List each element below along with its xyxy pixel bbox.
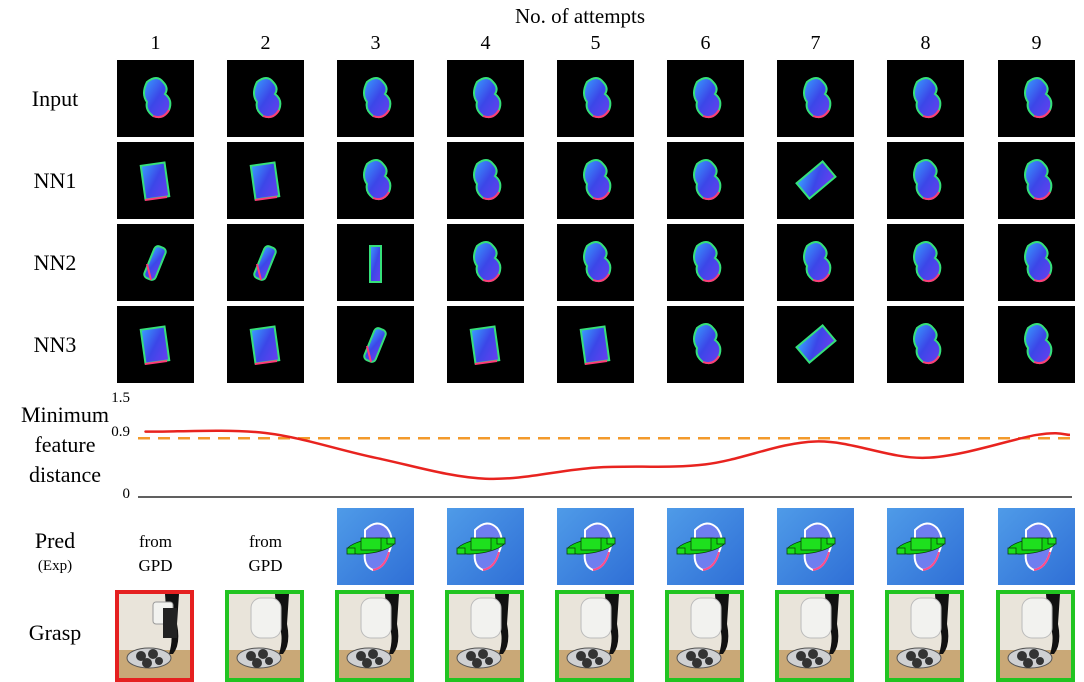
row-label-pred: Pred bbox=[34, 528, 76, 553]
attempt-number-7: 7 bbox=[810, 32, 821, 54]
ytick-0: 0 bbox=[122, 486, 131, 502]
nn3-tile bbox=[667, 306, 744, 383]
nn1-tile bbox=[777, 142, 854, 219]
nn1-tile bbox=[227, 142, 304, 219]
nn3-tile bbox=[557, 306, 634, 383]
row-label-nn3: NN3 bbox=[33, 332, 77, 357]
nn2-tile bbox=[998, 224, 1075, 301]
nn3-tile bbox=[998, 306, 1075, 383]
series-line bbox=[144, 429, 1071, 481]
attempt-number-9: 9 bbox=[1031, 32, 1042, 54]
pred-image-3 bbox=[337, 508, 414, 585]
nn2-tile bbox=[227, 224, 304, 301]
pred-image-9 bbox=[998, 508, 1075, 585]
input-tile bbox=[998, 60, 1075, 137]
input-tile bbox=[117, 60, 194, 137]
row-label-pred-sub: (Exp) bbox=[37, 558, 73, 574]
chart-title: No. of attempts bbox=[514, 4, 646, 28]
grasp-photo-5 bbox=[555, 590, 634, 682]
grasp-photo-8 bbox=[885, 590, 964, 682]
nn1-tile bbox=[998, 142, 1075, 219]
nn1-tile bbox=[667, 142, 744, 219]
nn1-tile bbox=[557, 142, 634, 219]
attempt-number-8: 8 bbox=[920, 32, 931, 54]
attempt-number-2: 2 bbox=[260, 32, 271, 54]
grasp-photo-4 bbox=[445, 590, 524, 682]
grasp-photo-3 bbox=[335, 590, 414, 682]
pred-image-5 bbox=[557, 508, 634, 585]
pred-image-8 bbox=[887, 508, 964, 585]
pred-image-7 bbox=[777, 508, 854, 585]
grasp-photo-7 bbox=[775, 590, 854, 682]
attempt-number-4: 4 bbox=[480, 32, 491, 54]
input-tile bbox=[667, 60, 744, 137]
grasp-photo-9 bbox=[996, 590, 1075, 682]
attempt-number-5: 5 bbox=[590, 32, 601, 54]
grasp-photo-2 bbox=[225, 590, 304, 682]
row-label-grasp: Grasp bbox=[28, 620, 82, 645]
nn3-tile bbox=[227, 306, 304, 383]
nn3-tile bbox=[117, 306, 194, 383]
input-tile bbox=[557, 60, 634, 137]
nn3-tile bbox=[777, 306, 854, 383]
nn2-tile bbox=[557, 224, 634, 301]
nn2-tile bbox=[777, 224, 854, 301]
ytick-1-5: 1.5 bbox=[111, 390, 130, 406]
nn1-tile bbox=[887, 142, 964, 219]
attempt-number-6: 6 bbox=[700, 32, 711, 54]
nn2-tile bbox=[447, 224, 524, 301]
nn3-tile bbox=[447, 306, 524, 383]
input-tile bbox=[227, 60, 304, 137]
ytick-0-9: 0.9 bbox=[111, 424, 130, 440]
chart-ylabel: Minimum feature distance bbox=[20, 402, 109, 487]
row-label-nn2: NN2 bbox=[33, 250, 77, 275]
input-tile bbox=[887, 60, 964, 137]
attempt-number-1: 1 bbox=[150, 32, 161, 54]
pred-image-4 bbox=[447, 508, 524, 585]
nn2-tile bbox=[117, 224, 194, 301]
nn2-tile bbox=[337, 224, 414, 301]
row-label-nn1: NN1 bbox=[33, 168, 77, 193]
row-label-input: Input bbox=[31, 86, 79, 111]
input-tile bbox=[777, 60, 854, 137]
input-tile bbox=[447, 60, 524, 137]
pred-text-1: from GPD bbox=[138, 532, 173, 575]
grasp-photo-6 bbox=[665, 590, 744, 682]
nn1-tile bbox=[117, 142, 194, 219]
nn3-tile bbox=[337, 306, 414, 383]
nn3-tile bbox=[887, 306, 964, 383]
nn2-tile bbox=[887, 224, 964, 301]
pred-image-6 bbox=[667, 508, 744, 585]
input-tile bbox=[337, 60, 414, 137]
nn1-tile bbox=[447, 142, 524, 219]
grasp-photo-1 bbox=[115, 590, 194, 682]
pred-text-2: from GPD bbox=[248, 532, 283, 575]
nn1-tile bbox=[337, 142, 414, 219]
nn2-tile bbox=[667, 224, 744, 301]
attempt-number-3: 3 bbox=[370, 32, 381, 54]
